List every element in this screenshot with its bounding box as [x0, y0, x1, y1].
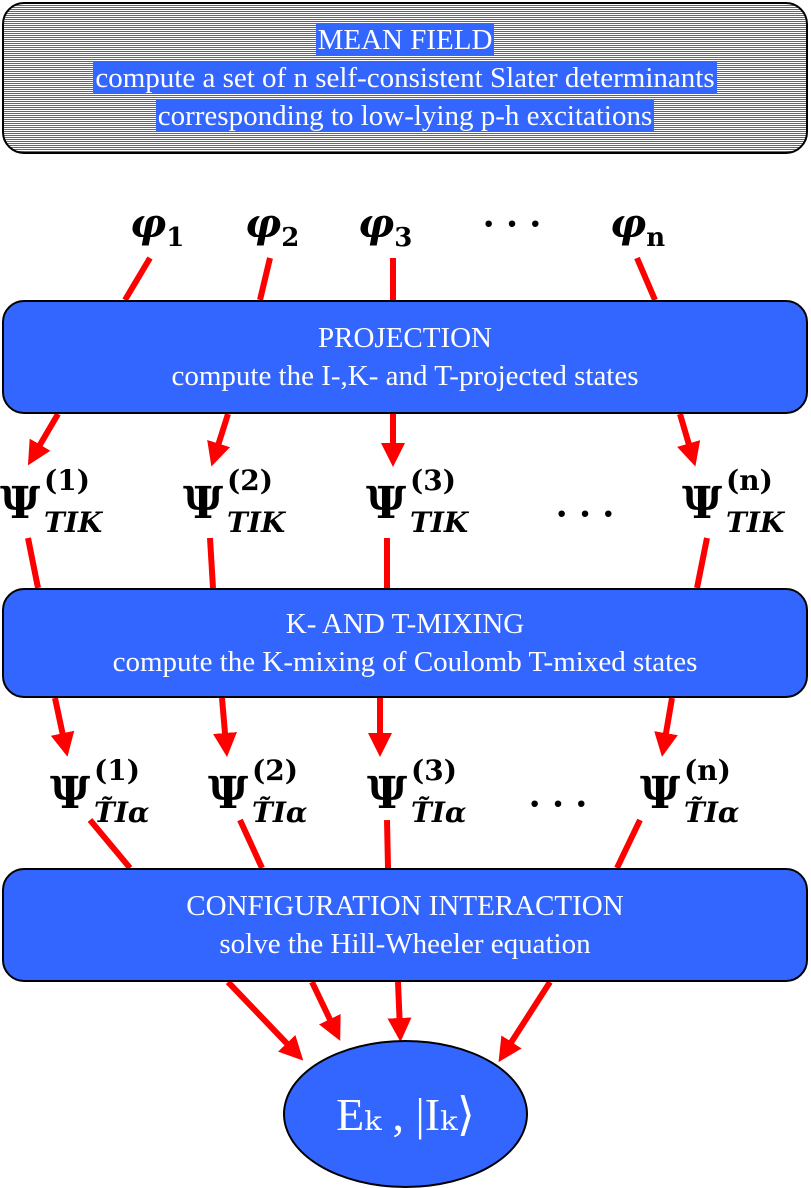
arrow — [387, 981, 412, 1042]
arrow — [237, 818, 265, 870]
mixing-title: K- AND T-MIXING — [285, 608, 525, 640]
phi-n: φn — [610, 200, 666, 253]
ellipsis: · · · — [528, 781, 589, 826]
arrow — [225, 979, 304, 1061]
psi-tik-2: Ψ(2)TIK — [183, 464, 286, 539]
psi-tik-3: Ψ(3)TIK — [366, 464, 469, 539]
arrow — [207, 413, 231, 467]
arrow — [257, 257, 273, 301]
phi-2: φ2 — [245, 200, 300, 253]
psi-tik-1: Ψ(1)TIK — [0, 464, 103, 539]
projection-title: PROJECTION — [317, 322, 492, 354]
mixing-box: K- AND T-MIXING compute the K-mixing of … — [2, 588, 808, 698]
result-ellipse: Eₖ , |Iₖ⟩ — [283, 1040, 528, 1188]
arrow — [384, 819, 391, 869]
arrow — [25, 537, 41, 589]
psi-tia-1: Ψ(1)T̃Iα — [50, 754, 150, 829]
ellipsis: · · · — [482, 201, 543, 246]
arrow — [309, 980, 341, 1041]
ci-title: CONFIGURATION INTERACTION — [186, 890, 624, 922]
psi-tia-2: Ψ(2)T̃Iα — [208, 754, 308, 829]
arrow — [213, 697, 237, 757]
mean-field-title: MEAN FIELD — [315, 24, 495, 56]
mean-field-line2: corresponding to low-lying p-h excitatio… — [155, 100, 655, 132]
arrow — [694, 537, 710, 589]
arrow — [207, 537, 216, 589]
result-label: Eₖ , |Iₖ⟩ — [336, 1089, 475, 1140]
arrow — [677, 413, 701, 467]
projection-box: PROJECTION compute the I-,K- and T-proje… — [2, 300, 808, 414]
arrow — [27, 412, 61, 466]
arrow — [634, 256, 658, 302]
mean-field-line1: compute a set of n self-consistent Slate… — [93, 62, 717, 94]
arrow — [498, 980, 553, 1063]
ci-desc: solve the Hill-Wheeler equation — [219, 928, 591, 960]
psi-tik-n: Ψ(n)TIK — [682, 464, 785, 539]
mixing-desc: compute the K-mixing of Coulomb T-mixed … — [112, 646, 698, 678]
arrow — [614, 818, 643, 870]
mean-field-box: MEAN FIELD compute a set of n self-consi… — [2, 2, 808, 154]
ellipsis: · · · — [555, 491, 616, 536]
psi-tia-n: Ψ(n)T̃Iα — [640, 754, 740, 829]
phi-3: φ3 — [358, 200, 413, 253]
arrow — [122, 256, 153, 302]
psi-tia-3: Ψ(3)T̃Iα — [367, 754, 467, 829]
arrow — [50, 697, 75, 757]
ci-box: CONFIGURATION INTERACTION solve the Hill… — [2, 868, 808, 982]
phi-1: φ1 — [130, 200, 185, 253]
arrow — [654, 697, 678, 757]
arrow — [87, 818, 133, 870]
projection-desc: compute the I-,K- and T-projected states — [171, 360, 639, 392]
